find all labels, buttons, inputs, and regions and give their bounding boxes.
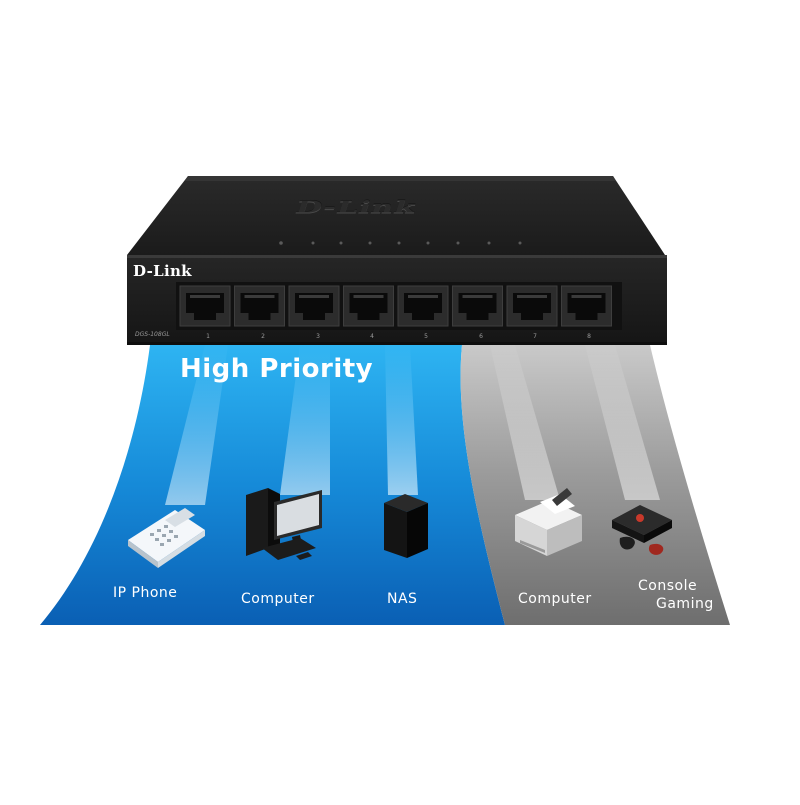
printer-icon	[515, 488, 582, 556]
port-number-2: 2	[261, 333, 265, 340]
beam-console	[585, 345, 660, 500]
network-switch	[127, 176, 667, 345]
nas-icon	[384, 494, 428, 558]
ethernet-port	[397, 285, 449, 327]
beam-computer-1	[280, 345, 330, 495]
ethernet-port	[561, 285, 612, 327]
port-number-6: 6	[479, 333, 483, 340]
port-number-5: 5	[424, 333, 428, 340]
ethernet-port	[234, 285, 285, 327]
console-label: Console Gaming	[638, 577, 714, 613]
port-number-1: 1	[206, 333, 210, 340]
ethernet-port	[288, 285, 340, 327]
nas-label: NAS	[387, 591, 418, 607]
port-number-7: 7	[533, 333, 537, 340]
port-number-3: 3	[316, 333, 320, 340]
high-priority-heading: High Priority	[180, 354, 374, 384]
switch-model-label: DGS-108GL	[135, 331, 170, 338]
status-leds	[279, 241, 522, 245]
ethernet-port	[179, 285, 231, 327]
ethernet-port	[452, 285, 503, 327]
port-number-4: 4	[370, 333, 374, 340]
port-number-8: 8	[587, 333, 591, 340]
ethernet-port	[506, 285, 558, 327]
ethernet-port	[343, 285, 394, 327]
ip-phone-icon	[128, 508, 205, 568]
ip-phone-label: IP Phone	[113, 585, 178, 601]
computer-label-1: Computer	[241, 591, 315, 607]
switch-top-logo: D-Link	[292, 197, 420, 218]
console-label-line2: Gaming	[656, 596, 714, 612]
beam-ip-phone	[165, 345, 228, 505]
beam-nas	[385, 345, 418, 495]
switch-front-logo: D-Link	[133, 262, 192, 280]
ethernet-ports	[179, 285, 612, 327]
desktop-computer-icon	[246, 488, 322, 560]
high-priority-lane	[40, 345, 505, 625]
game-console-icon	[612, 505, 672, 555]
console-label-line1: Console	[638, 578, 698, 594]
beam-computer-2	[490, 345, 560, 500]
computer-label-2: Computer	[518, 591, 592, 607]
